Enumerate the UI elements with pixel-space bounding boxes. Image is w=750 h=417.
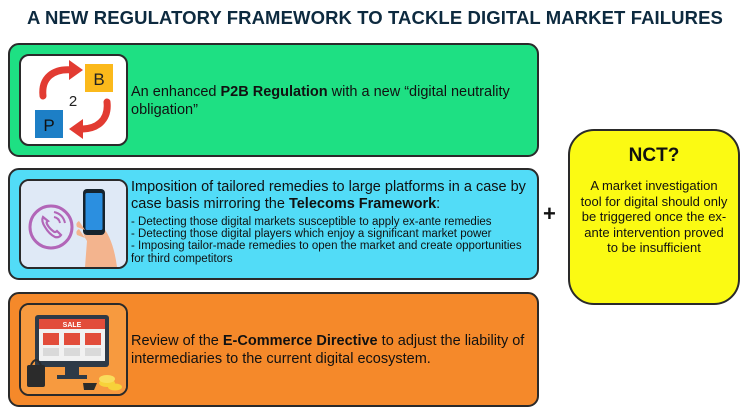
letter-p: P	[43, 116, 54, 135]
number-two: 2	[69, 93, 77, 110]
telecoms-framework-bold: Telecoms Framework	[288, 196, 437, 212]
nct-description: A market investigation tool for digital …	[580, 178, 728, 256]
bullet-item: - Detecting those digital players which …	[131, 228, 492, 241]
ecommerce-directive-bold: E-Commerce Directive	[222, 333, 378, 349]
bullet-item: - Imposing tailor-made remedies to open …	[131, 240, 525, 265]
online-shop-icon: SALE	[19, 303, 128, 396]
sale-label: SALE	[63, 322, 82, 329]
ecommerce-directive-box: SALE Review of the E-Commerce Directive …	[8, 292, 539, 407]
nct-title: NCT?	[628, 145, 680, 166]
p2b-regulation-bold: P2B Regulation	[220, 84, 328, 100]
p2b-regulation-box: B 2 P An enhanced P2B Regulation with a …	[8, 43, 539, 157]
bullet-item: - Detecting those digital markets suscep…	[131, 216, 492, 228]
page-title: A NEW REGULATORY FRAMEWORK TO TACKLE DIG…	[27, 7, 723, 28]
remedy-bullets: - Detecting those digital markets suscep…	[131, 216, 533, 265]
letter-b: B	[93, 70, 104, 89]
p2b-exchange-icon: B 2 P	[19, 54, 128, 146]
nct-box: NCT? A market investigation tool for dig…	[568, 129, 740, 305]
telecoms-framework-box: Imposition of tailored remedies to large…	[8, 168, 539, 280]
ecommerce-directive-text: Review of the E-Commerce Directive to ad…	[131, 333, 525, 367]
plus-sign: +	[543, 201, 556, 226]
phone-call-icon	[19, 179, 128, 269]
telecoms-framework-text: Imposition of tailored remedies to large…	[131, 179, 533, 265]
p2b-regulation-text: An enhanced P2B Regulation with a new “d…	[131, 84, 510, 118]
